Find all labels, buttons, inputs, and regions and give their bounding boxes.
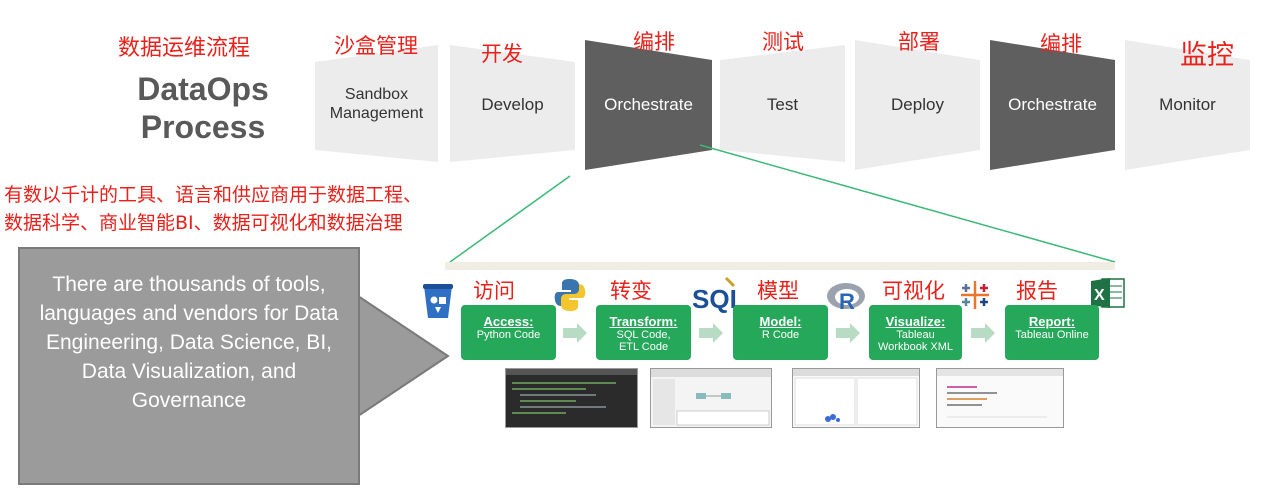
- stage-cn-monitor: 监控: [1180, 40, 1234, 71]
- stage-shape-orchestrate-2: [990, 40, 1115, 170]
- stage-cn-orchestrate-2: 编排: [1040, 32, 1082, 56]
- tool-sub-report: Tableau Online: [1015, 329, 1089, 341]
- tool-cn-transform: 转变: [610, 279, 652, 303]
- thumbnail-r-studio: [792, 368, 920, 428]
- flow-arrow-4: [971, 323, 995, 343]
- stage-label-sandbox-line1: Sandbox: [344, 86, 409, 103]
- tool-title-transform: Transform: [609, 314, 674, 329]
- r-studio-window: [793, 369, 919, 426]
- tool-box-model: Model: R Code: [733, 305, 828, 360]
- note-cn-line2: 数据科学、商业智能BI、数据可视化和数据治理: [4, 212, 403, 234]
- callout-arrow: [358, 296, 450, 416]
- tool-box-report: Report: Tableau Online: [1005, 305, 1099, 360]
- tool-sub-access: Python Code: [476, 329, 541, 341]
- process-stages-graphic: [315, 40, 1250, 170]
- xml-window: [937, 369, 1063, 418]
- tool-cn-access: 访问: [473, 279, 515, 303]
- tool-title-report: Report: [1028, 314, 1071, 329]
- title-en-line1: DataOps: [137, 71, 269, 107]
- tool-cn-visualize: 可视化: [882, 279, 945, 303]
- tool-sub1-transform: SQL Code,: [616, 329, 671, 341]
- tool-title-access: Access: [483, 314, 530, 329]
- stage-label-develop: Develop: [481, 95, 544, 114]
- svg-text:X: X: [1094, 287, 1105, 304]
- tool-title-visualize: Visualize: [885, 314, 942, 329]
- bucket-icon: [423, 284, 453, 318]
- stage-cn-deploy: 部署: [898, 30, 940, 54]
- title-cn: 数据运维流程: [118, 36, 251, 61]
- note-cn-line1: 有数以千计的工具、语言和供应商用于数据工程、: [4, 184, 423, 206]
- tool-sub-model: R Code: [761, 329, 800, 341]
- python-icon: [554, 279, 586, 311]
- etl-window: [651, 369, 771, 426]
- note-en: There are thousands of tools, languages …: [39, 273, 339, 412]
- tool-cn-report: 报告: [1016, 279, 1058, 303]
- stage-shape-deploy: [855, 40, 980, 170]
- title-en-line2: Process: [140, 109, 266, 145]
- stage-label-orchestrate-1: Orchestrate: [604, 95, 693, 114]
- tool-title-model: Model: [759, 314, 798, 329]
- stage-shape-test: [720, 45, 845, 162]
- stage-label-orchestrate-2: Orchestrate: [1008, 95, 1097, 114]
- flow-arrow-3: [836, 323, 860, 343]
- sql-icon: SQL: [692, 276, 738, 314]
- stage-cn-develop: 开发: [481, 42, 523, 66]
- stage-shape-monitor: [1125, 40, 1250, 170]
- stage-label-test: Test: [766, 95, 799, 114]
- stage-shape-orchestrate-1: [585, 40, 712, 170]
- tool-sub1-visualize: Tableau: [896, 329, 935, 341]
- stage-cn-orchestrate-1: 编排: [633, 30, 675, 54]
- svg-text:R: R: [839, 289, 855, 314]
- stage-cn-sandbox: 沙盒管理: [334, 34, 418, 58]
- terminal-lines: [506, 369, 637, 414]
- tool-box-access: Access: Python Code: [461, 305, 556, 360]
- svg-text:SQL: SQL: [692, 284, 738, 314]
- flow-arrow-1: [563, 323, 587, 343]
- tool-cn-model: 模型: [757, 279, 799, 303]
- tool-sub2-transform: ETL Code: [618, 341, 669, 353]
- tool-sub2-visualize: Workbook XML: [878, 341, 953, 353]
- callout-box: [18, 247, 360, 485]
- page-title: DataOps Process: [108, 70, 298, 146]
- thumbnail-etl-tool: [650, 368, 772, 428]
- stage-shape-develop: [450, 45, 575, 162]
- excel-icon: X: [1091, 278, 1125, 308]
- tableau-icon: [961, 281, 989, 309]
- tool-box-visualize: Visualize: Tableau Workbook XML: [869, 305, 962, 360]
- tool-box-transform: Transform: SQL Code, ETL Code: [596, 305, 691, 360]
- stage-label-monitor: Monitor: [1159, 95, 1216, 114]
- stage-label-sandbox: Sandbox Management: [315, 85, 438, 123]
- stage-label-deploy: Deploy: [891, 95, 944, 114]
- thumbnail-terminal: [505, 368, 638, 428]
- stage-label-sandbox-line2: Management: [329, 105, 424, 122]
- thumbnail-workbook-xml: [936, 368, 1064, 428]
- r-icon: R: [827, 283, 865, 314]
- stage-shape-sandbox: [315, 45, 438, 162]
- flow-arrow-2: [699, 323, 723, 343]
- stage-cn-test: 测试: [762, 30, 804, 54]
